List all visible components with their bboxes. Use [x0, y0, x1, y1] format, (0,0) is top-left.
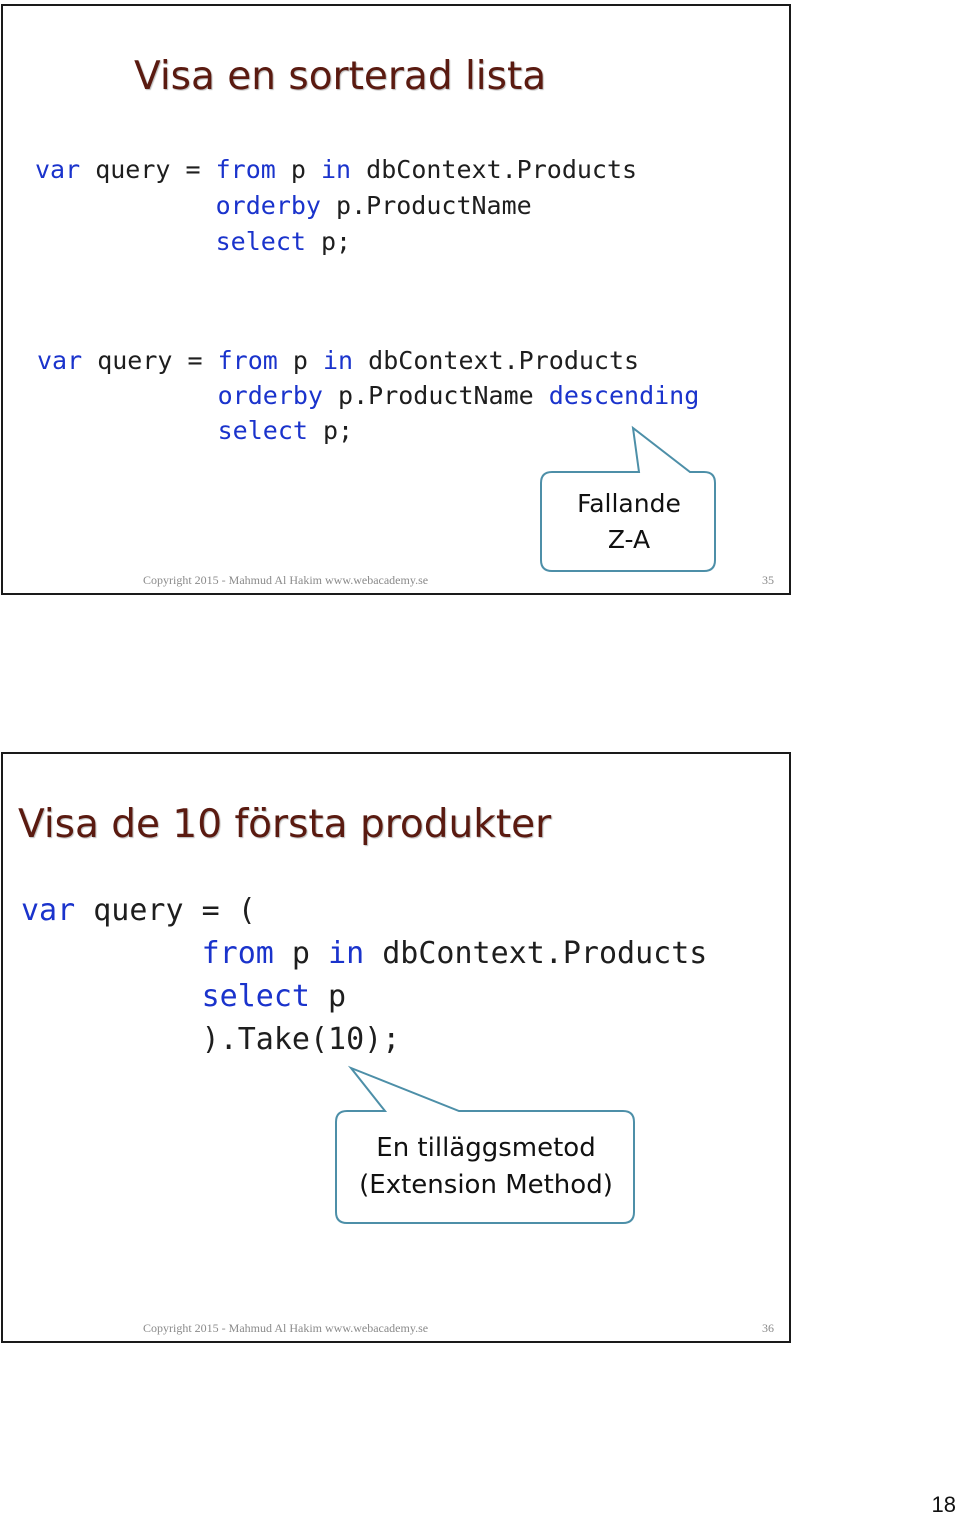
code-keyword: from — [217, 346, 278, 375]
code-keyword: from — [215, 155, 276, 184]
footer-copyright: Copyright 2015 - Mahmud Al Hakim www.web… — [143, 573, 429, 587]
code-token: dbContext.Products — [351, 155, 638, 184]
page-number: 18 — [931, 1492, 956, 1517]
code-line: select p — [21, 975, 707, 1018]
code-token: dbContext.Products — [364, 936, 708, 971]
code-block-descending: var query = from p in dbContext.Products… — [37, 343, 699, 448]
slide-number: 36 — [762, 1321, 774, 1335]
code-token: query = — [82, 346, 218, 375]
slide-35: Visa en sorterad lista var query = from … — [1, 4, 791, 595]
callout-text: Fallande Z-A — [542, 486, 716, 558]
code-token: p — [275, 155, 321, 184]
footer-copyright: Copyright 2015 - Mahmud Al Hakim www.web… — [143, 1321, 429, 1335]
code-keyword: from — [201, 936, 274, 971]
callout-line-2: Z-A — [607, 525, 651, 554]
code-token: dbContext.Products — [353, 346, 640, 375]
code-line: var query = ( — [21, 889, 707, 932]
code-keyword: in — [323, 346, 354, 375]
slide-title: Visa de 10 första produkter — [18, 802, 552, 847]
callout-line-2: (Extension Method) — [359, 1170, 613, 1200]
code-block-take: var query = ( from p in dbContext.Produc… — [21, 889, 707, 1061]
callout-bubble — [540, 425, 716, 572]
code-line: from p in dbContext.Products — [21, 932, 708, 975]
callout-bubble — [335, 1065, 635, 1224]
code-token: query = — [80, 155, 216, 184]
code-keyword: var — [35, 155, 81, 184]
callout-line-1: En tilläggsmetod — [376, 1133, 596, 1163]
slide-36: Visa de 10 första produkter var query = … — [1, 752, 791, 1343]
callout-text: En tilläggsmetod (Extension Method) — [336, 1130, 636, 1204]
code-token: p — [273, 936, 329, 971]
code-token: p — [277, 346, 323, 375]
code-token: p; — [307, 416, 354, 445]
code-token: ).Take(10); — [21, 1022, 401, 1057]
code-keyword: descending — [548, 381, 700, 410]
code-keyword: in — [328, 936, 365, 971]
code-keyword: orderby — [217, 381, 323, 410]
code-keyword: select — [217, 416, 308, 445]
code-line: var query = from p in dbContext.Products — [35, 152, 637, 188]
slide-title: Visa en sorterad lista — [134, 54, 547, 99]
code-line: select p; — [37, 413, 699, 448]
code-token: p; — [305, 227, 352, 256]
code-line: orderby p.ProductName — [35, 188, 637, 224]
code-keyword: orderby — [215, 191, 321, 220]
code-token: p.ProductName — [322, 381, 549, 410]
code-line: select p; — [35, 224, 637, 260]
code-keyword: select — [201, 979, 310, 1014]
code-keyword: in — [321, 155, 352, 184]
code-token: p — [310, 979, 347, 1014]
callout-line-1: Fallande — [577, 489, 681, 518]
code-line: orderby p.ProductName descending — [37, 378, 700, 413]
code-line: ).Take(10); — [21, 1018, 707, 1061]
slide-number: 35 — [762, 573, 774, 587]
code-keyword: var — [37, 346, 83, 375]
code-keyword: select — [215, 227, 306, 256]
code-block-ascending: var query = from p in dbContext.Products… — [35, 152, 637, 260]
code-line: var query = from p in dbContext.Products — [37, 343, 699, 378]
code-token: query = ( — [75, 893, 256, 928]
code-token: p.ProductName — [320, 191, 532, 220]
code-keyword: var — [21, 893, 76, 928]
